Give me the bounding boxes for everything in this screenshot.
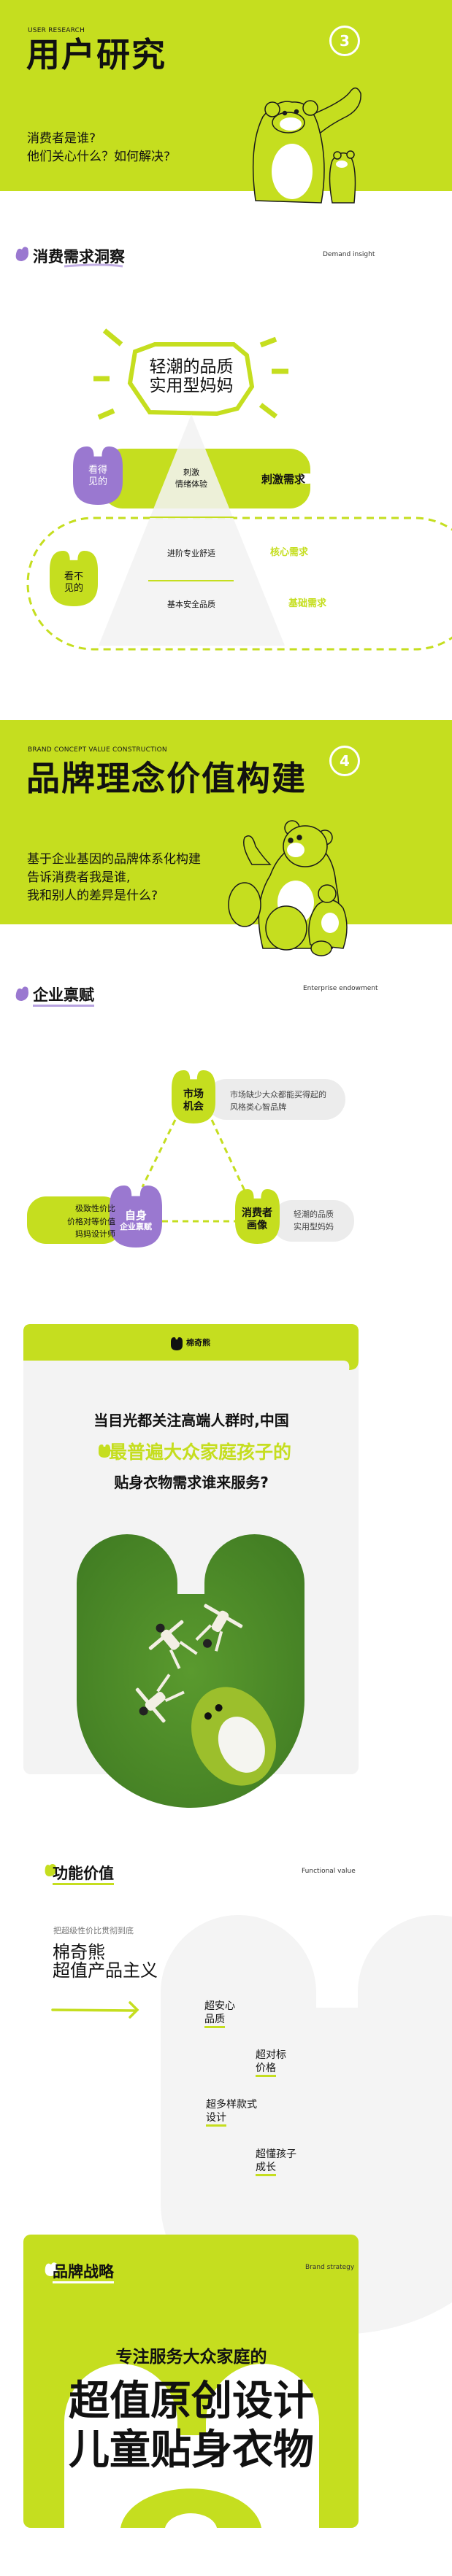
page-title: 用户研究 [26, 35, 166, 74]
section-number-badge: 3 [329, 26, 360, 56]
tier-stimulus: 刺激情绪体验 [175, 468, 207, 489]
persona-callout: 轻潮的品质 实用型妈妈 [150, 357, 234, 396]
section-title: 功能价值 [53, 1865, 114, 1886]
consumer-desc: 轻潮的品质实用型妈妈 [294, 1210, 334, 1231]
headline: 棉奇熊超值产品主义 [53, 1942, 158, 1981]
self-desc-pill [27, 1196, 122, 1244]
section-subtitle-en: Enterprise endowment [303, 985, 378, 992]
needs-pyramid [99, 414, 285, 646]
blob-bullet-icon [15, 247, 28, 261]
tier-basic-label: 基础需求 [288, 598, 327, 609]
persona-line: 轻潮的品质 [149, 357, 234, 376]
hero-band-brand-concept [0, 720, 452, 924]
persona-line: 实用型妈妈 [149, 376, 234, 396]
value-item: 超多样款式设计 [206, 2099, 257, 2127]
question-highlight: 最普遍大众家庭孩子的 [108, 1442, 292, 1463]
question-line: 消费者是谁? [27, 131, 96, 146]
consumer-desc-pill [272, 1200, 354, 1242]
triangle-connectors [141, 1119, 246, 1223]
section-subtitle-en: Brand strategy [305, 2264, 355, 2271]
description-line: 告诉消费者我是谁, [27, 870, 131, 885]
tier-basic: 基本安全品质 [167, 600, 215, 609]
value-item: 超安心品质 [204, 2000, 235, 2028]
invisible-blob [50, 551, 98, 606]
card-header [23, 1324, 359, 1361]
consumer-profile-label: 消费者画像 [242, 1207, 272, 1231]
value-item: 超懂孩子成长 [256, 2148, 296, 2176]
brand-logo-text: 棉奇熊 [186, 1338, 210, 1347]
section-number-badge: 4 [329, 746, 360, 776]
bear-illustration-waving [252, 87, 361, 204]
section-eyebrow: USER RESEARCH [28, 27, 85, 34]
blob-bullet-icon [45, 1864, 56, 1876]
tier-core-label: 核心需求 [270, 547, 309, 558]
strategy-lead: 专注服务大众家庭的 [115, 2348, 267, 2367]
arrow-right-icon [51, 2001, 139, 2019]
children-figures [135, 1604, 243, 1723]
market-blob [172, 1070, 215, 1123]
section-title: 消费需求洞察 [33, 248, 125, 266]
section-eyebrow: BRAND CONCEPT VALUE CONSTRUCTION [28, 746, 167, 754]
tier-stimulus-label: 刺激需求 [261, 473, 306, 486]
invisible-needs-dashed-frame [26, 517, 452, 651]
invisible-label: 看不见的 [64, 571, 84, 594]
market-opportunity-label: 市场机会 [183, 1088, 204, 1113]
tier-core: 进阶专业舒适 [167, 549, 215, 558]
self-blob [110, 1185, 162, 1248]
bear-shape-backdrop [161, 1915, 452, 2335]
brand-logo-icon [171, 1337, 183, 1350]
consumer-blob [235, 1189, 280, 1244]
section-subtitle-en: Demand insight [323, 251, 375, 258]
value-item: 超对标价格 [256, 2049, 286, 2077]
section-title: 企业禀赋 [33, 986, 94, 1007]
plush-bear-photo [191, 1687, 276, 1786]
section-subtitle-en: Functional value [302, 1868, 356, 1875]
section-title: 品牌战略 [53, 2263, 114, 2284]
burst-rays [93, 328, 288, 420]
description-line: 基于企业基因的品牌体系化构建 [27, 852, 201, 867]
visible-blob [73, 446, 123, 505]
visible-label: 看得见的 [88, 465, 108, 487]
burst-callout [127, 342, 255, 417]
title-underline [64, 263, 123, 268]
bear-illustration-sitting [228, 820, 348, 956]
market-desc-pill [206, 1079, 345, 1120]
section-hero-title: 品牌理念价值构建 [26, 759, 307, 798]
strategy-headline: 超值原创设计儿童贴身衣物 [69, 2378, 314, 2475]
hero-band-user-research [0, 0, 452, 191]
self-endowment-label: 自身企业禀赋 [120, 1209, 152, 1231]
self-desc: 极致性价比价格对等价值妈妈设计师 [67, 1204, 115, 1239]
market-desc: 市场缺少大众都能买得起的风格类心智品牌 [230, 1090, 326, 1112]
tagline: 把超级性价比贯彻到底 [53, 1926, 134, 1935]
description-line: 我和别人的差异是什么? [27, 889, 158, 903]
blob-bullet-icon [45, 2262, 58, 2276]
blob-bullet-icon [99, 1444, 110, 1458]
blob-bullet-icon [15, 986, 28, 1001]
question-line: 当目光都关注高端人群时,中国 [93, 1412, 289, 1429]
question-line: 贴身衣物需求谁来服务? [114, 1474, 269, 1491]
question-line: 他们关心什么？如何解决? [27, 150, 171, 164]
bear-shape-white [64, 2364, 319, 2528]
